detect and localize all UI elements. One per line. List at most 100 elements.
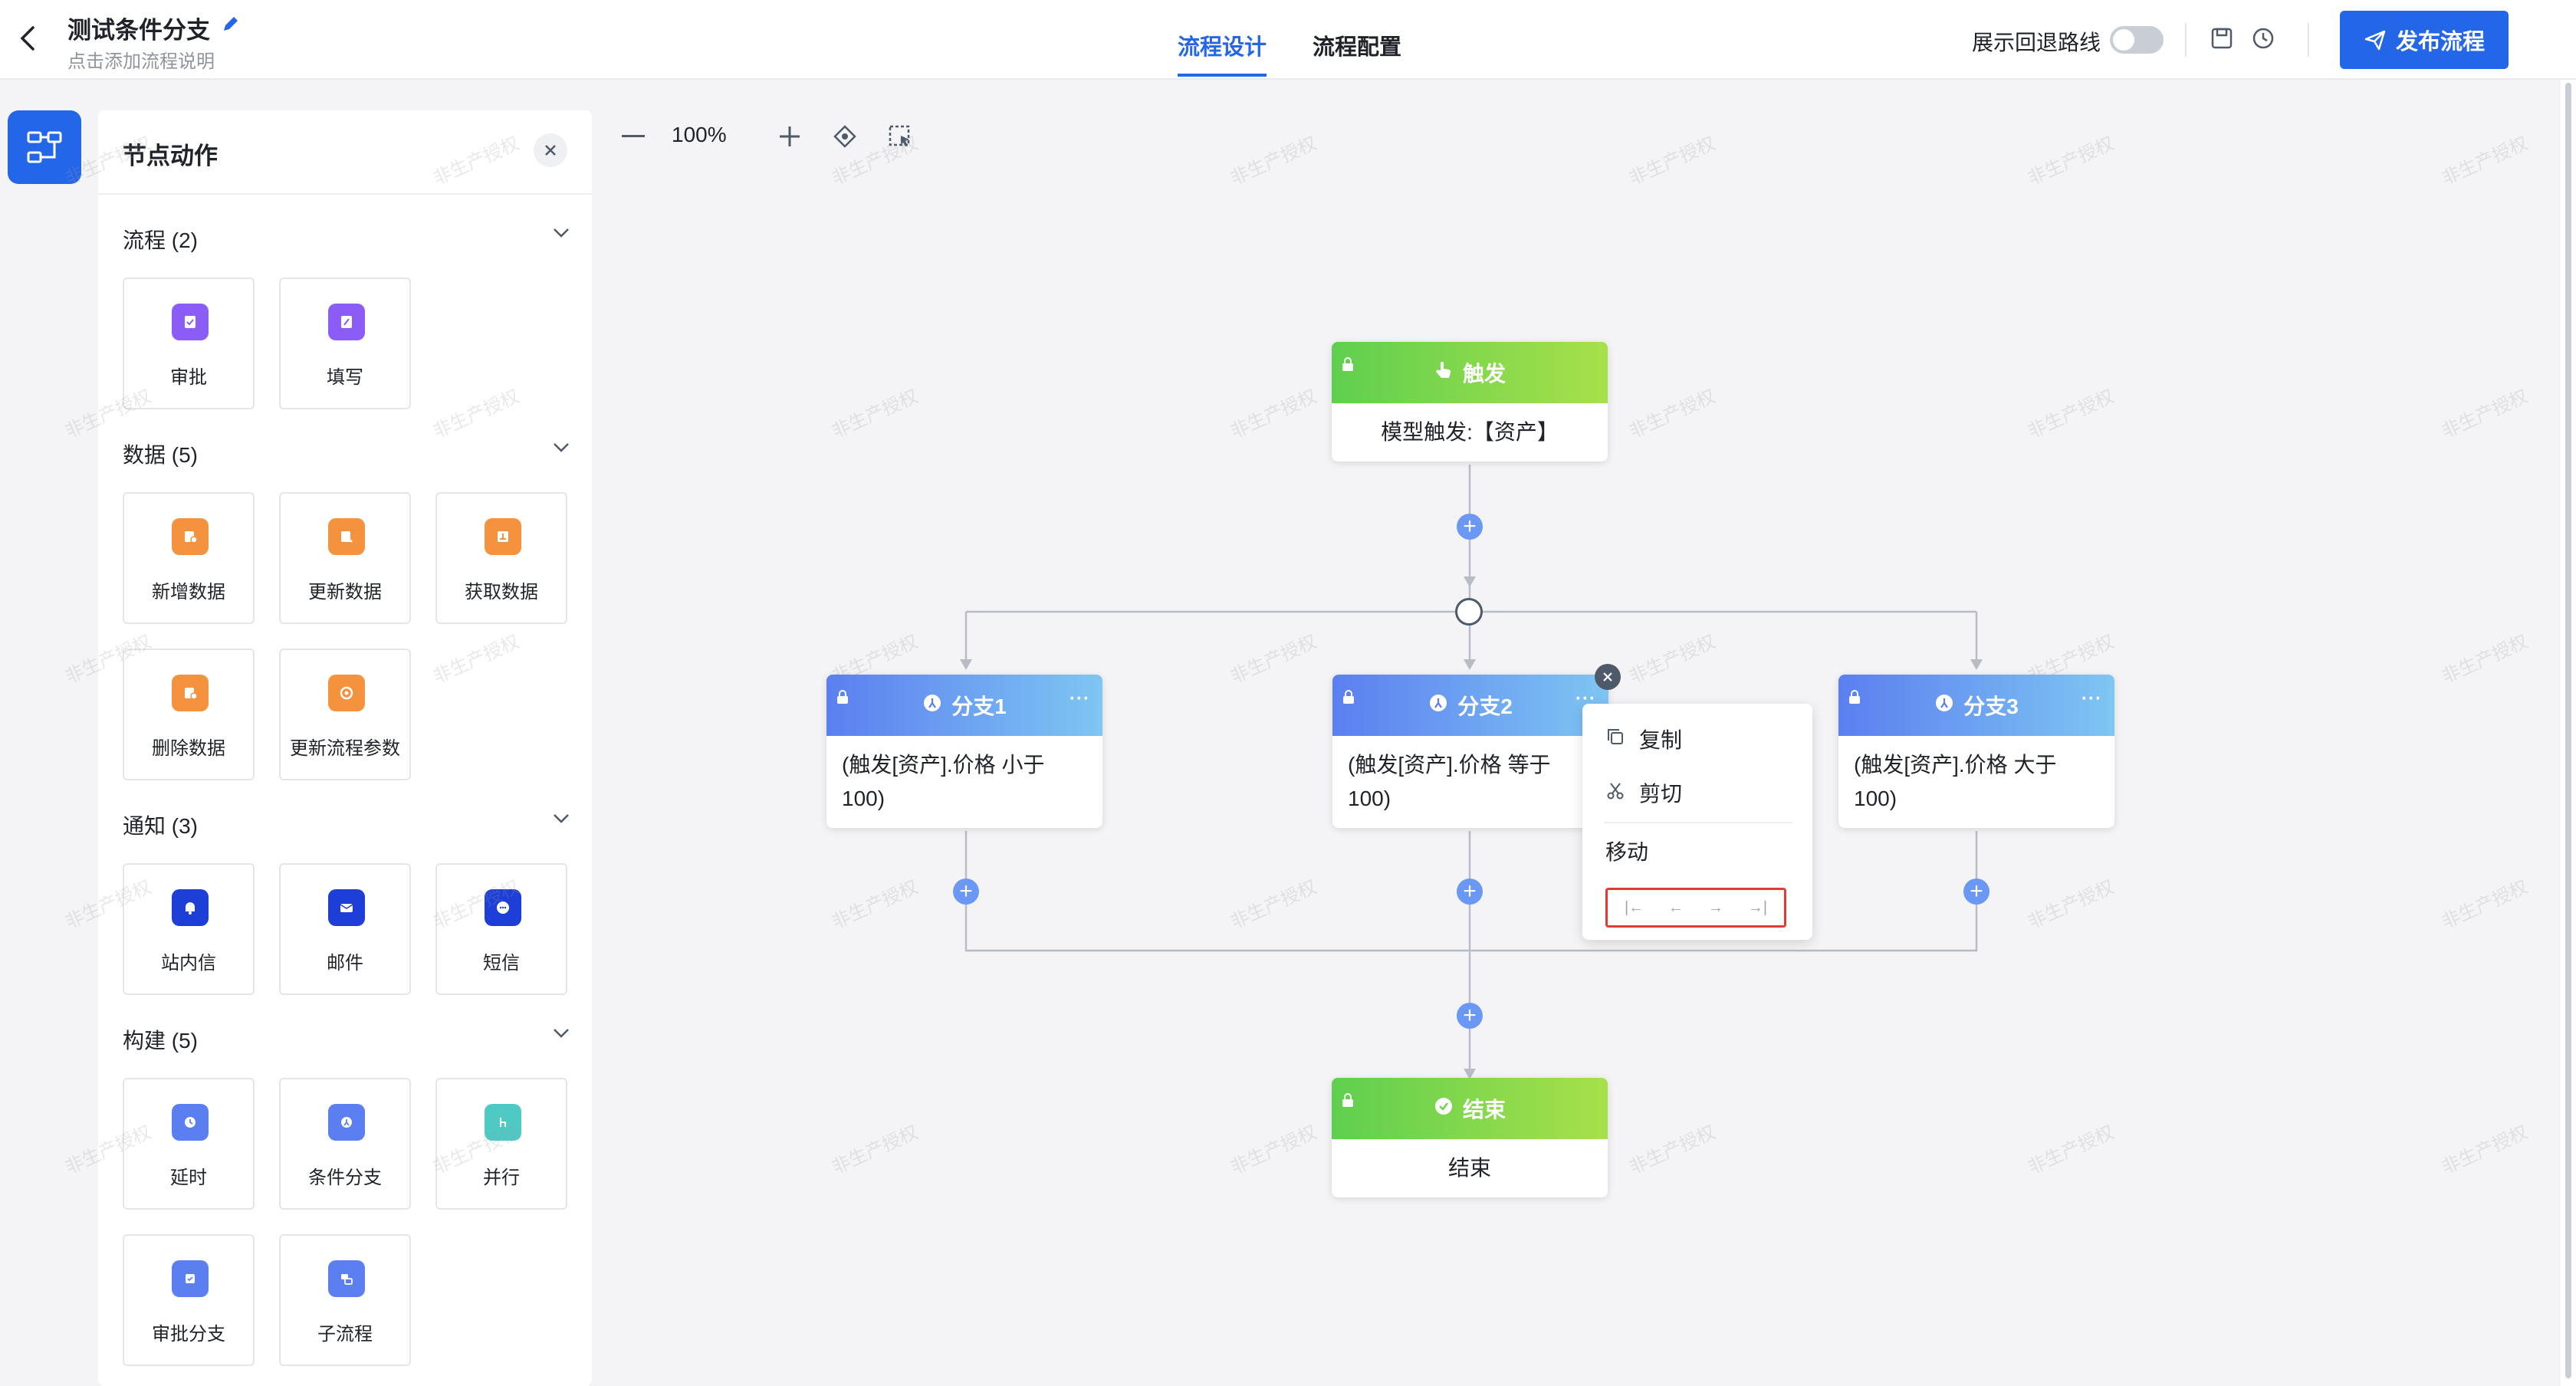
clock-icon	[172, 1104, 209, 1141]
delete-node-close-icon[interactable]	[1595, 664, 1621, 690]
subprocess-icon	[328, 1260, 365, 1297]
scrollbar-thumb[interactable]	[2565, 83, 2571, 1378]
node-tile-update-data[interactable]: 更新数据	[279, 492, 411, 624]
move-right-icon[interactable]: →	[1707, 898, 1723, 916]
add-node-button[interactable]: +	[953, 879, 979, 905]
get-data-icon	[485, 518, 521, 555]
node-tile-update-params[interactable]: 更新流程参数	[279, 649, 411, 780]
node-tile-inbox[interactable]: 站内信	[123, 863, 255, 995]
node-tile-delete-data[interactable]: 删除数据	[123, 649, 255, 780]
add-node-button[interactable]: +	[1963, 879, 1990, 905]
chevron-down-icon	[552, 1027, 570, 1043]
close-icon[interactable]	[534, 133, 567, 167]
tile-label: 站内信	[161, 953, 216, 974]
flow-description[interactable]: 点击添加流程说明	[67, 51, 215, 72]
node-tile-add-data[interactable]: 新增数据	[123, 492, 255, 624]
move-to-start-icon[interactable]: |←	[1624, 898, 1644, 916]
more-icon[interactable]: ···	[1070, 688, 1090, 709]
flow-title[interactable]: 测试条件分支	[67, 17, 210, 44]
trigger-title: 触发	[1462, 362, 1506, 386]
top-bar: 测试条件分支 点击添加流程说明 流程设计 流程配置 展示回退路线 发布流程	[0, 0, 2576, 80]
branch-title: 分支3	[1963, 695, 2019, 718]
move-controls: |← ← → →|	[1605, 888, 1786, 928]
save-icon[interactable]	[2208, 25, 2236, 52]
sms-icon	[485, 889, 521, 926]
lock-icon	[1341, 353, 1355, 377]
menu-label: 剪切	[1639, 782, 1683, 806]
tile-label: 短信	[483, 953, 520, 974]
node-context-menu: 复制 剪切 移动 |← ← → →|	[1582, 704, 1812, 940]
vertical-scrollbar[interactable]	[2561, 80, 2576, 1386]
menu-label: 复制	[1639, 728, 1683, 752]
lock-icon	[836, 685, 849, 710]
node-tile-condition-branch[interactable]: 条件分支	[279, 1078, 411, 1210]
branch-node-2[interactable]: 分支2 ··· (触发[资产].价格 等于 100)	[1332, 675, 1608, 828]
node-tile-sms[interactable]: 短信	[435, 863, 567, 995]
node-tile-mail[interactable]: 邮件	[279, 863, 411, 995]
tab-flow-config[interactable]: 流程配置	[1313, 35, 1402, 60]
chevron-down-icon	[552, 442, 570, 458]
copy-icon	[1605, 727, 1625, 752]
add-branch-circle[interactable]	[1455, 598, 1483, 626]
branch-node-1[interactable]: 分支1 ··· (触发[资产].价格 小于 100)	[826, 675, 1102, 828]
add-node-button[interactable]: +	[1457, 514, 1483, 540]
menu-item-copy[interactable]: 复制	[1605, 721, 1682, 757]
select-area-icon[interactable]	[885, 118, 915, 155]
divider	[2308, 23, 2309, 57]
node-tile-delay[interactable]: 延时	[123, 1078, 255, 1210]
menu-item-cut[interactable]: 剪切	[1605, 774, 1682, 811]
history-clock-icon[interactable]	[2249, 25, 2277, 52]
branch-icon	[922, 693, 942, 718]
delete-data-icon	[172, 675, 209, 711]
end-title: 结束	[1462, 1098, 1506, 1122]
group-name: 数据 (5)	[123, 443, 199, 467]
node-tile-approve[interactable]: 审批	[123, 278, 255, 409]
node-tile-approval-branch[interactable]: 审批分支	[123, 1234, 255, 1366]
tile-label: 更新流程参数	[290, 738, 400, 759]
lock-icon	[1848, 685, 1861, 710]
add-node-button[interactable]: +	[1457, 1003, 1483, 1029]
add-node-button[interactable]: +	[1457, 879, 1483, 905]
more-icon[interactable]: ···	[2082, 688, 2102, 709]
approve-icon	[172, 304, 209, 340]
node-tile-subprocess[interactable]: 子流程	[279, 1234, 411, 1366]
tile-label: 获取数据	[465, 582, 538, 603]
rollback-route-toggle[interactable]	[2110, 26, 2164, 54]
mail-icon	[328, 889, 365, 926]
zoom-level: 100%	[672, 123, 727, 146]
chevron-down-icon	[552, 227, 570, 243]
lock-icon	[1341, 1089, 1355, 1113]
locate-center-icon[interactable]	[830, 118, 860, 155]
group-header-flow[interactable]: 流程 (2)	[123, 221, 570, 252]
group-header-build[interactable]: 构建 (5)	[123, 1021, 570, 1053]
edit-pencil-icon[interactable]	[221, 14, 241, 38]
group-header-data[interactable]: 数据 (5)	[123, 435, 570, 467]
hand-pointer-icon	[1434, 360, 1454, 386]
move-to-end-icon[interactable]: →|	[1747, 898, 1768, 916]
tile-label: 新增数据	[152, 582, 225, 603]
rollback-route-label: 展示回退路线	[1972, 31, 2101, 54]
panel-title: 节点动作	[123, 143, 218, 169]
fill-icon	[328, 304, 365, 340]
group-header-notify[interactable]: 通知 (3)	[123, 806, 570, 838]
zoom-in-button[interactable]	[774, 118, 805, 155]
tile-label: 填写	[327, 367, 363, 388]
node-tile-get-data[interactable]: 获取数据	[435, 492, 567, 624]
parallel-icon	[485, 1104, 521, 1141]
node-tile-fill[interactable]: 填写	[279, 278, 411, 409]
node-tile-parallel[interactable]: 并行	[435, 1078, 567, 1210]
node-actions-rail-button[interactable]	[8, 110, 81, 184]
branch-node-3[interactable]: 分支3 ··· (触发[资产].价格 大于 100)	[1838, 675, 2114, 828]
end-node[interactable]: 结束 结束	[1332, 1078, 1608, 1197]
back-icon[interactable]	[12, 23, 43, 54]
publish-flow-button[interactable]: 发布流程	[2340, 11, 2509, 69]
divider	[98, 193, 592, 195]
end-body: 结束	[1447, 1156, 1491, 1180]
scissors-icon	[1605, 780, 1625, 806]
move-left-icon[interactable]: ←	[1668, 898, 1684, 916]
branch-condition: (触发[资产].价格 等于 100)	[1348, 753, 1551, 810]
zoom-out-button[interactable]	[618, 118, 649, 155]
tab-flow-design[interactable]: 流程设计	[1178, 29, 1267, 77]
trigger-node[interactable]: 触发 模型触发:【资产】	[1332, 342, 1608, 461]
